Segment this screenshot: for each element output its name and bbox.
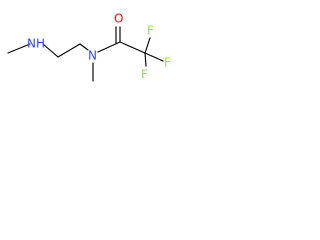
fluorine-top-label: F <box>147 24 154 38</box>
bond-cf3-f-bottom <box>144 52 147 67</box>
molecule-drawing: NH N O F F F <box>7 12 171 82</box>
bond-cf3-f-top <box>144 37 151 54</box>
bond-carbonyl-cf3 <box>119 41 146 54</box>
fluorine-bottom-label: F <box>141 68 148 82</box>
structure-diagram: NH N O F F F <box>0 0 184 104</box>
bond-ch2-n <box>79 43 89 51</box>
fluorine-right-label: F <box>164 56 171 70</box>
bond-ch2-ch2 <box>57 43 81 58</box>
amine-nitrogen-label: NH <box>27 37 45 51</box>
carbonyl-oxygen-label: O <box>114 12 123 26</box>
bond-n-carbonyl <box>97 41 121 53</box>
amide-nitrogen-label: N <box>88 49 97 63</box>
bond-methyl-nh <box>7 43 31 54</box>
bond-nh-ch2 <box>42 43 59 58</box>
bond-cf3-f-right <box>144 52 164 62</box>
